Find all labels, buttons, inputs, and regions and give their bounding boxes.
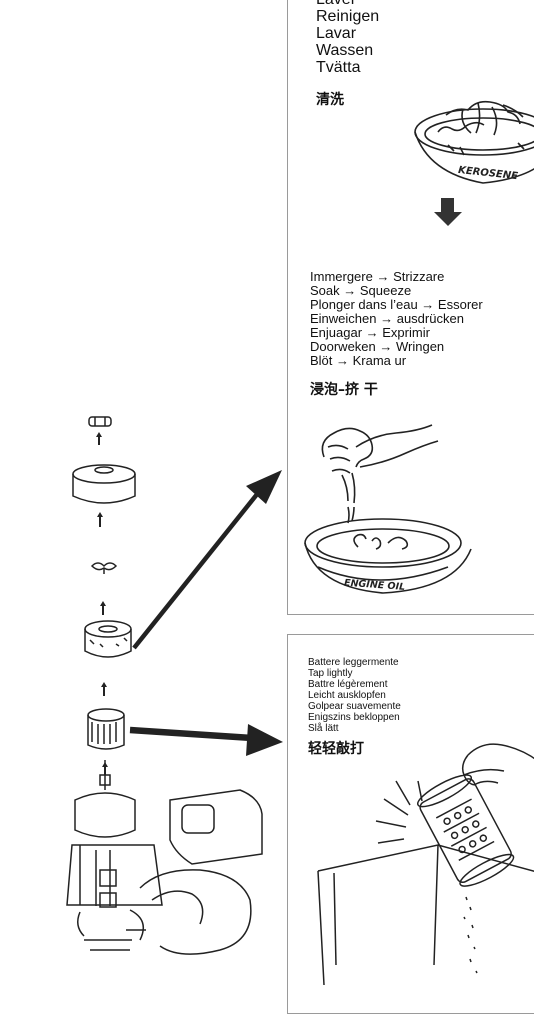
air-cleaner-cover: [73, 465, 135, 503]
arrow-to-tap-panel: [130, 724, 283, 756]
clean-panel: Laver Reinigen Lavar Wassen Tvätta 清洗 KE…: [287, 0, 534, 615]
nut-part: [89, 417, 111, 426]
engine-base-part: [67, 760, 262, 954]
wing-nut-part: [92, 563, 116, 574]
paper-element-part: [88, 709, 124, 749]
foam-element-part: [85, 621, 131, 657]
arrow-to-soak-panel: [134, 470, 282, 648]
exploded-view-illustration: [0, 0, 290, 1007]
tap-panel: Battere leggermente Tap lightly Battre l…: [287, 634, 534, 1014]
tap-filter-illustration: [288, 635, 534, 1015]
engine-oil-bowl-illustration: ENGINE OIL: [288, 0, 534, 615]
